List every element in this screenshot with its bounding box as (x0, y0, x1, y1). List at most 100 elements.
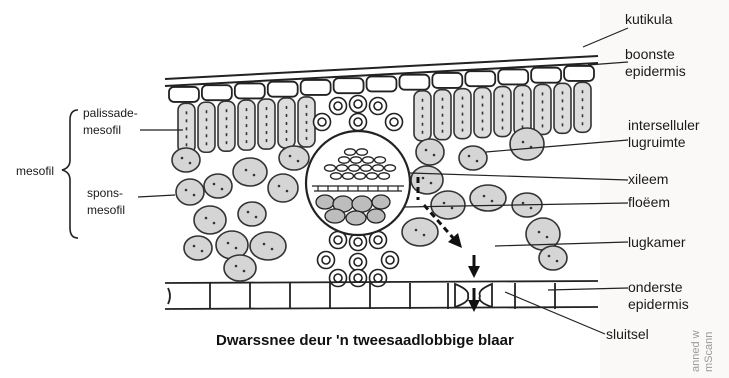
label-intersellulere-2: lugruimte (628, 134, 686, 150)
chloroplast (422, 177, 425, 180)
upper-epidermis-cell (235, 83, 265, 98)
chloroplast (201, 250, 204, 253)
spongy-cell (416, 139, 444, 165)
xylem-vessel (357, 149, 368, 155)
spongy-cell (204, 174, 232, 198)
chloroplast (297, 160, 300, 163)
spongy-cell (224, 255, 256, 281)
chloroplast (548, 255, 551, 258)
chloroplast (245, 169, 248, 172)
sheath-cell-inner (354, 258, 362, 266)
sheath-cell-inner (354, 118, 362, 126)
phloem-cell (352, 196, 372, 212)
chloroplast (205, 217, 208, 220)
spongy-cell (402, 218, 438, 246)
chloroplast (451, 207, 454, 210)
xylem-vessel (325, 165, 336, 171)
phloem-cell (367, 209, 385, 223)
spongy-cell (279, 146, 309, 170)
spongy-cell (184, 236, 212, 260)
sheath-cell-inner (390, 118, 398, 126)
phloem-cell (346, 211, 366, 225)
chloroplast (227, 242, 230, 245)
sheath-cell-inner (354, 100, 362, 108)
xylem-vessel (361, 165, 372, 171)
chloroplast (522, 202, 525, 205)
chloroplast (522, 141, 525, 144)
upper-epidermis-cell (301, 80, 331, 95)
spongy-cell (510, 128, 544, 160)
chloroplast (556, 260, 559, 263)
label-mesofil: mesofil (16, 164, 54, 178)
xylem-vessel (367, 173, 378, 179)
chloroplast (185, 189, 188, 192)
chloroplast (181, 157, 184, 160)
watermark-line-2: mScann (703, 332, 715, 372)
xylem-vessel (331, 173, 342, 179)
diagram-caption: Dwarssnee deur 'n tweesaadlobbige blaar (216, 332, 514, 349)
upper-epidermis-cell (334, 78, 364, 93)
phloem-cell (316, 195, 334, 209)
chloroplast (289, 155, 292, 158)
xylem-vessel (345, 149, 356, 155)
sheath-cell-inner (354, 274, 362, 282)
chloroplast (189, 162, 192, 165)
chloroplast (443, 202, 446, 205)
xylem-vessel (375, 157, 386, 163)
sheath-cell-inner (334, 102, 342, 110)
label-spons-2: mesofil (87, 203, 125, 217)
spongy-cell (411, 166, 443, 194)
chloroplast (271, 248, 274, 251)
spongy-cell (172, 148, 200, 172)
chloroplast (253, 174, 256, 177)
chloroplast (423, 234, 426, 237)
chloroplast (433, 154, 436, 157)
spongy-cell (431, 191, 465, 219)
spongy-cell (233, 158, 267, 186)
upper-epidermis-cell (465, 71, 495, 86)
chloroplast (247, 211, 250, 214)
chloroplast (415, 229, 418, 232)
label-boonste-epidermis-1: boonste (625, 46, 675, 62)
xylem-vessel (337, 165, 348, 171)
chloroplast (235, 265, 238, 268)
upper-epidermis-cell (564, 66, 594, 81)
label-onderste-epidermis-2: epidermis (628, 296, 689, 312)
label-intersellulere-1: interselluler (628, 117, 700, 133)
chloroplast (243, 270, 246, 273)
chloroplast (430, 182, 433, 185)
sheath-cell-inner (322, 256, 330, 264)
chloroplast (263, 243, 266, 246)
xylem-vessel (385, 165, 396, 171)
upper-epidermis-cell (531, 68, 561, 83)
sheath-cell-inner (374, 102, 382, 110)
label-boonste-epidermis-2: epidermis (625, 63, 686, 79)
chloroplast (538, 231, 541, 234)
chloroplast (468, 155, 471, 158)
xylem-vessel (355, 173, 366, 179)
upper-epidermis-cell (498, 69, 528, 84)
chloroplast (425, 149, 428, 152)
chloroplast (193, 245, 196, 248)
label-onderste-epidermis-1: onderste (628, 279, 682, 295)
chloroplast (213, 222, 216, 225)
chloroplast (235, 247, 238, 250)
label-floeem: floëem (628, 194, 670, 210)
chloroplast (255, 216, 258, 219)
label-spons-1: spons- (87, 186, 123, 200)
chloroplast (530, 207, 533, 210)
sheath-cell-inner (334, 236, 342, 244)
xylem-vessel (379, 173, 390, 179)
chloroplast (213, 183, 216, 186)
phloem-cell (325, 209, 345, 223)
label-xileem: xileem (628, 171, 668, 187)
label-palissade-1: palissade- (83, 106, 138, 120)
xylem-vessel (349, 165, 360, 171)
spongy-cell (194, 206, 226, 234)
spongy-cell (238, 202, 266, 226)
spongy-cell (268, 174, 298, 202)
sheath-cell-inner (318, 118, 326, 126)
sheath-cell-inner (386, 256, 394, 264)
xylem-vessel (363, 157, 374, 163)
spongy-cell (470, 185, 506, 211)
